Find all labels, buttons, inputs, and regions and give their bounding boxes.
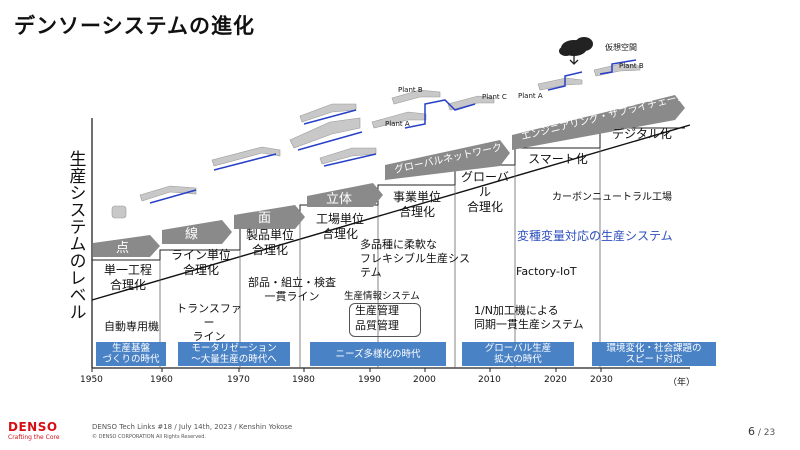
flow-arrow-line bbox=[149, 189, 197, 204]
year-1980: 1980 bbox=[292, 375, 315, 385]
footer-event: DENSO Tech Links #18 / July 14th, 2023 /… bbox=[92, 423, 293, 431]
flow-arrow-supply bbox=[547, 71, 583, 91]
page-title: デンソーシステムの進化 bbox=[14, 14, 255, 38]
year-1990: 1990 bbox=[358, 375, 381, 385]
era-bar-1: 生産基盤 づくりの時代 bbox=[96, 342, 166, 366]
factory-illustrations bbox=[111, 63, 641, 219]
era-bar-2: モータリゼーション ～大量生産の時代へ bbox=[178, 342, 290, 366]
flow-arrow-factory bbox=[297, 131, 363, 151]
level-7-label: スマート化 bbox=[528, 152, 588, 166]
plant-a1-label: Plant A bbox=[385, 120, 410, 128]
plant-a1-illustration bbox=[371, 111, 427, 129]
factory-illustration bbox=[289, 117, 361, 149]
note-1n: 1/N加工機による 同期一貫生産システム bbox=[474, 304, 584, 331]
chevron-sen bbox=[162, 220, 232, 244]
level-dividers bbox=[159, 148, 601, 368]
plant-b2-label: Plant B bbox=[619, 62, 644, 70]
level-6-label: グローバル 合理化 bbox=[461, 170, 509, 214]
area-illustration bbox=[211, 146, 281, 167]
chevron-label-ten: 点 bbox=[116, 241, 129, 256]
plant-a2-label: Plant A bbox=[518, 92, 543, 100]
level-2-label: ライン単位 合理化 bbox=[170, 248, 231, 277]
flow-arrow-supply2 bbox=[599, 59, 637, 75]
year-ticks bbox=[91, 368, 602, 372]
plant-c1-label: Plant C bbox=[482, 93, 507, 101]
denso-tagline: Crafting the Core bbox=[8, 434, 60, 441]
machine-illustration bbox=[111, 205, 127, 219]
chevron-label-sen: 線 bbox=[185, 226, 198, 242]
cloud-icon bbox=[559, 37, 593, 65]
level-1-label: 単一工程 合理化 bbox=[103, 263, 152, 292]
year-2030: 2030 bbox=[590, 375, 613, 385]
plant-a2-illustration bbox=[537, 77, 583, 91]
note-buhin: 部品・組立・検査 一貫ライン bbox=[248, 276, 336, 303]
year-1970: 1970 bbox=[227, 375, 250, 385]
era-bar-3: ニーズ多様化の時代 bbox=[310, 342, 446, 366]
chevron-supply bbox=[512, 95, 685, 150]
plant-b1-label: Plant B bbox=[398, 86, 423, 94]
denso-logo: DENSO bbox=[8, 420, 58, 434]
era-bar-5: 環境変化・社会課題の スピード対応 bbox=[592, 342, 716, 366]
note-henshu: 変種変量対応の生産システム bbox=[517, 229, 673, 243]
chevron-global bbox=[385, 140, 510, 180]
year-2020: 2020 bbox=[544, 375, 567, 385]
level-4-label: 工場単位 合理化 bbox=[315, 212, 364, 241]
line-illustration bbox=[139, 185, 197, 202]
page-total: / 23 bbox=[757, 428, 776, 438]
footer-copyright: © DENSO CORPORATION All Rights Reserved. bbox=[92, 434, 206, 440]
chevron-label-men: 面 bbox=[258, 211, 271, 226]
note-jidou: 自動専用機 bbox=[104, 320, 159, 333]
chevron-row bbox=[93, 95, 685, 257]
note-seisan-joho: 生産情報システム bbox=[344, 291, 420, 302]
flow-arrow-area bbox=[213, 153, 277, 171]
chevron-ten bbox=[93, 235, 160, 257]
level-5-label: 事業単位 合理化 bbox=[392, 190, 441, 219]
cloud-label: 仮想空間 bbox=[605, 43, 637, 52]
year-2010: 2010 bbox=[478, 375, 501, 385]
level-8-label: デジタル化 bbox=[612, 127, 672, 141]
flow-arrow-global bbox=[404, 99, 476, 129]
progress-diagonal bbox=[91, 124, 691, 301]
note-tashu: 多品種に柔軟な フレキシブル生産シス テム bbox=[360, 238, 470, 279]
flow-arrow-factory3 bbox=[323, 153, 377, 167]
flow-arrows bbox=[149, 59, 637, 204]
plant-b1-illustration bbox=[391, 89, 441, 105]
chevron-rittai bbox=[307, 183, 383, 207]
note-transfer: トランスファー ライン bbox=[176, 302, 242, 343]
note-hinshitsu-kanri: 品質管理 bbox=[355, 319, 399, 332]
year-unit: （年） bbox=[668, 378, 696, 388]
page-number: 6 / 23 bbox=[748, 425, 775, 438]
note-carbon: カーボンニュートラル工場 bbox=[552, 192, 672, 203]
year-2000: 2000 bbox=[413, 375, 436, 385]
note-iot: Factory-IoT bbox=[516, 265, 577, 278]
chevron-men bbox=[234, 205, 305, 229]
page-current: 6 bbox=[748, 425, 755, 438]
management-bracket bbox=[349, 303, 421, 337]
plant-c1-illustration bbox=[447, 95, 495, 111]
chevron-label-rittai: 立体 bbox=[326, 192, 352, 207]
note-seisan-kanri: 生産管理 bbox=[355, 304, 399, 317]
level-3-label: 製品単位 合理化 bbox=[245, 228, 294, 257]
year-1950: 1950 bbox=[80, 375, 103, 385]
era-bar-4: グローバル生産 拡大の時代 bbox=[462, 342, 574, 366]
flow-arrow-factory2 bbox=[303, 109, 357, 125]
y-axis-label: 生産システムのレベル bbox=[64, 150, 86, 325]
y-axis-label-text: 生産システムのレベル bbox=[65, 150, 86, 320]
year-1960: 1960 bbox=[150, 375, 173, 385]
